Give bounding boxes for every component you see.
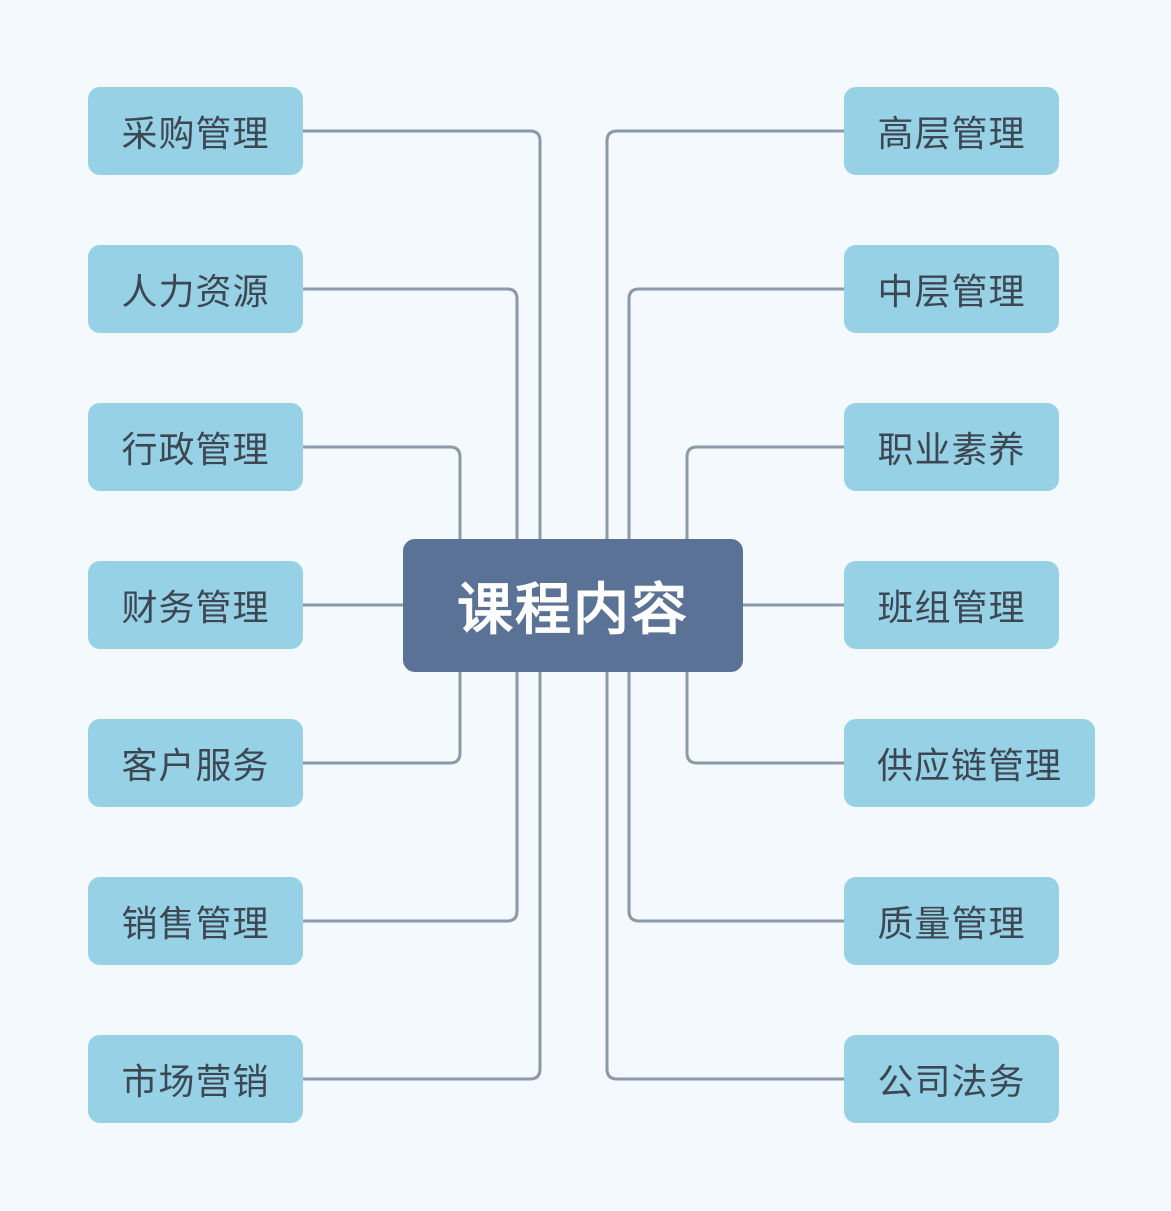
topic-team-management[interactable]: 班组管理 (844, 561, 1059, 649)
connector-left-1 (303, 129, 542, 539)
connector-right-3 (685, 445, 844, 539)
topic-supply-chain-management[interactable]: 供应链管理 (844, 719, 1095, 807)
connector-left-6 (303, 672, 519, 923)
topic-middle-management[interactable]: 中层管理 (844, 245, 1059, 333)
connector-right-6 (627, 672, 844, 923)
topic-senior-management[interactable]: 高层管理 (844, 87, 1059, 175)
connector-right-2 (627, 287, 844, 539)
topic-sales-management[interactable]: 销售管理 (88, 877, 303, 965)
connector-left-5 (303, 672, 462, 765)
topic-quality-management[interactable]: 质量管理 (844, 877, 1059, 965)
topic-administration-management[interactable]: 行政管理 (88, 403, 303, 491)
connector-left-3 (303, 445, 462, 539)
connector-right-7 (605, 672, 844, 1081)
connector-left-7 (303, 672, 542, 1081)
connector-left-2 (303, 287, 519, 539)
topic-customer-service[interactable]: 客户服务 (88, 719, 303, 807)
topic-professionalism[interactable]: 职业素养 (844, 403, 1059, 491)
topic-corporate-legal[interactable]: 公司法务 (844, 1035, 1059, 1123)
topic-procurement-management[interactable]: 采购管理 (88, 87, 303, 175)
topic-finance-management[interactable]: 财务管理 (88, 561, 303, 649)
central-topic[interactable]: 课程内容 (403, 539, 743, 672)
connector-right-1 (605, 129, 844, 539)
topic-human-resources[interactable]: 人力资源 (88, 245, 303, 333)
connector-right-5 (685, 672, 844, 765)
topic-marketing[interactable]: 市场营销 (88, 1035, 303, 1123)
